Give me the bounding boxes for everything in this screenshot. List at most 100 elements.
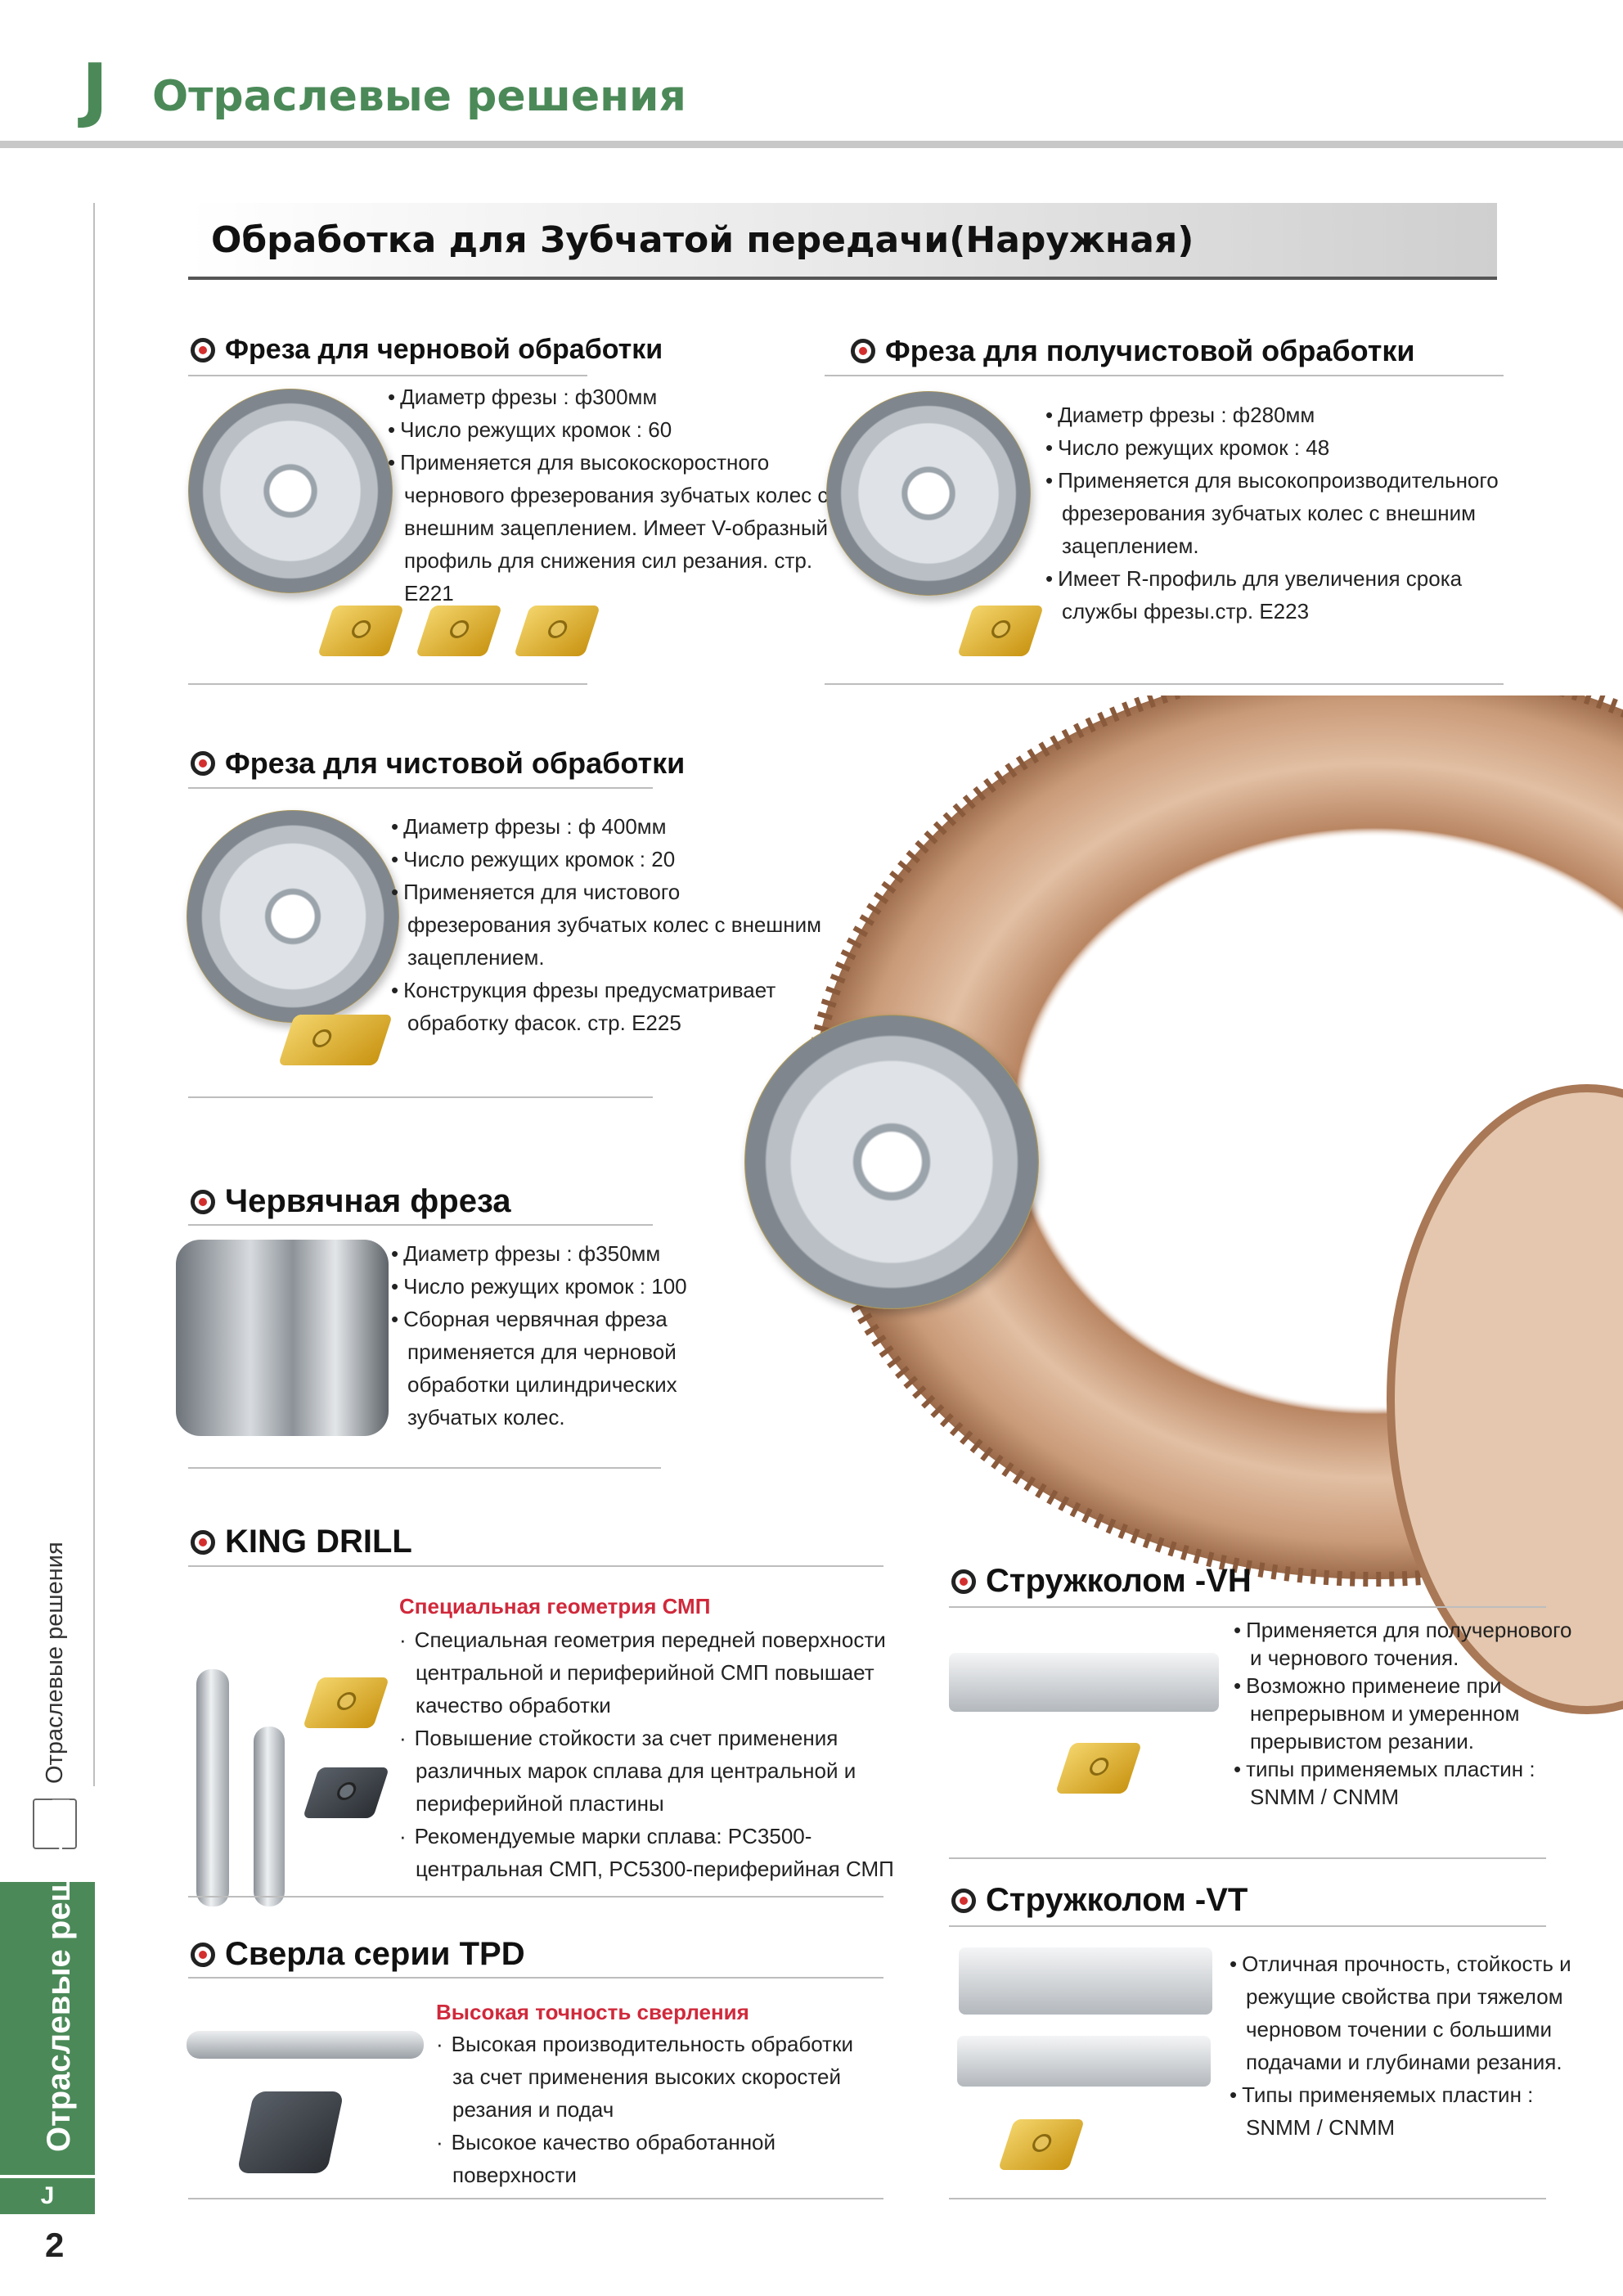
hob-cutter-image <box>176 1240 389 1436</box>
vh-heading: Стружколом -VH <box>951 1563 1252 1600</box>
roughing-heading: Фреза для черновой обработки <box>191 334 663 366</box>
vh-bottom-rule <box>949 1857 1546 1859</box>
spec-line: Возможно применеие при непрерывном и уме… <box>1234 1672 1577 1755</box>
drill-body <box>196 1669 229 1907</box>
spec-line: Диаметр фрезы : ф 400мм <box>391 810 825 843</box>
finishing-heading-rule <box>188 787 653 789</box>
spec-line: Типы применяемых пластин : SNMM / CNMM <box>1230 2078 1589 2144</box>
sidebar-section-tab[interactable]: Отраслевые решения <box>0 1798 95 2175</box>
vt-insert-icon <box>997 2119 1086 2170</box>
semi-cutter-image <box>826 391 1031 596</box>
sidebar-tab-label: Отраслевые решения <box>41 1797 77 2152</box>
spec-line: типы применяемых пластин : SNMM / CNMM <box>1234 1755 1577 1811</box>
tpd-heading-text: Сверла серии TPD <box>225 1936 525 1972</box>
tpd-insert-image <box>236 2091 344 2173</box>
semi-bottom-rule <box>825 683 1504 685</box>
spec-line: Имеет R-профиль для увеличения срока слу… <box>1045 562 1504 628</box>
insert-icon <box>277 1015 393 1065</box>
hob-heading: Червячная фреза <box>191 1183 511 1220</box>
spec-line: Число режущих кромок : 100 <box>391 1270 751 1303</box>
roughing-heading-rule <box>188 375 587 376</box>
header-divider <box>0 141 1623 148</box>
spec-line: Сборная червячная фреза применяется для … <box>391 1303 751 1434</box>
vt-heading-rule <box>949 1925 1546 1927</box>
vh-toolholder-image <box>949 1653 1219 1712</box>
bullet-target-icon <box>191 1189 215 1214</box>
spec-line: Конструкция фрезы предусматривает обрабо… <box>391 974 825 1039</box>
vt-heading: Стружколом -VT <box>951 1882 1248 1919</box>
roughing-bottom-rule <box>188 683 587 685</box>
bullet-target-icon <box>191 1529 215 1555</box>
section-banner: Обработка для Зубчатой передачи(Наружная… <box>188 203 1497 280</box>
tpd-bottom-rule <box>188 2198 883 2199</box>
spec-line: Число режущих кромок : 60 <box>388 413 829 446</box>
page-number: 2 <box>45 2226 65 2264</box>
spec-line: Применяется для высокопроизводительного … <box>1045 464 1504 562</box>
vh-heading-rule <box>949 1606 1546 1608</box>
vh-insert-icon <box>1054 1743 1143 1794</box>
hob-heading-text: Червячная фреза <box>225 1183 511 1219</box>
hob-heading-rule <box>188 1224 653 1226</box>
sidebar-vertical-text: Отраслевые решения <box>42 1542 68 1784</box>
section-letter: J <box>82 49 108 131</box>
spec-line: Отличная прочность, стойкость и режущие … <box>1230 1947 1589 2078</box>
drill-body <box>254 1727 285 1907</box>
finishing-bottom-rule <box>188 1096 653 1098</box>
spec-line: Повышение стойкости за счет применения р… <box>399 1722 906 1820</box>
insert-icon <box>302 1767 390 1818</box>
tpd-subheading: Высокая точность сверления <box>436 2000 749 2024</box>
king-drill-specs: Специальная геометрия передней поверхнос… <box>399 1623 906 1885</box>
spec-line: Диаметр фрезы : ф350мм <box>391 1237 751 1270</box>
vt-toolholder-image <box>957 2036 1211 2087</box>
roughing-inserts-image <box>317 606 601 679</box>
insert-icon <box>302 1677 390 1728</box>
section-title: Отраслевые решения <box>152 72 686 121</box>
spec-line: Применяется для высокоскоростного чернов… <box>388 446 829 610</box>
semi-heading-rule <box>825 375 1504 376</box>
king-drill-bottom-rule <box>188 1896 883 1898</box>
bullet-target-icon <box>951 1888 976 1913</box>
insert-icon <box>415 606 503 656</box>
semi-heading: Фреза для получистовой обработки <box>851 334 1415 368</box>
spec-line: Специальная геометрия передней поверхнос… <box>399 1623 906 1722</box>
roughing-heading-text: Фреза для черновой обработки <box>225 334 663 365</box>
king-drill-heading: KING DRILL <box>191 1524 412 1560</box>
spec-line: Высокая производительность обработки за … <box>436 2028 878 2126</box>
hob-bottom-rule <box>188 1467 661 1469</box>
bullet-target-icon <box>191 1942 215 1967</box>
roughing-cutter-image <box>188 389 393 593</box>
sidebar-vertical-label: Отраслевые решения <box>25 1506 90 1784</box>
vh-heading-text: Стружколом -VH <box>986 1563 1252 1599</box>
bullet-target-icon <box>851 339 875 363</box>
secondary-gear <box>1387 1084 1623 1714</box>
king-drill-subheading: Специальная геометрия СМП <box>399 1594 711 1618</box>
king-drill-heading-rule <box>188 1565 883 1567</box>
spec-line: Применяется для получернового и черновог… <box>1234 1616 1577 1672</box>
king-drill-heading-text: KING DRILL <box>225 1524 412 1560</box>
sidebar-industry-icon <box>33 1799 77 1849</box>
spec-line: Высокое качество обработанной поверхност… <box>436 2126 878 2191</box>
bullet-target-icon <box>191 337 215 362</box>
finishing-cutter-image <box>187 810 399 1023</box>
insert-icon <box>317 606 405 656</box>
banner-title: Обработка для Зубчатой передачи(Наружная… <box>211 219 1194 261</box>
king-drill-image <box>188 1661 401 1907</box>
finishing-heading-text: Фреза для чистовой обработки <box>225 746 686 780</box>
finishing-cutter-large-image <box>744 1015 1039 1309</box>
sidebar-tab-letter: J <box>0 2175 95 2214</box>
spec-line: Число режущих кромок : 48 <box>1045 431 1504 464</box>
roughing-specs: Диаметр фрезы : ф300мм Число режущих кро… <box>388 380 829 610</box>
spec-line: Рекомендуемые марки сплава: PC3500-центр… <box>399 1820 906 1885</box>
bullet-target-icon <box>951 1569 976 1594</box>
bullet-target-icon <box>191 751 215 776</box>
vt-specs: Отличная прочность, стойкость и режущие … <box>1230 1947 1589 2144</box>
vt-toolholder-image <box>959 1947 1212 2015</box>
vt-bottom-rule <box>949 2198 1546 2199</box>
insert-icon <box>956 606 1045 656</box>
finishing-insert-image <box>277 1015 401 1080</box>
gear-ring-illustration <box>803 696 1623 1714</box>
sidebar-frame <box>0 203 95 1786</box>
finishing-heading: Фреза для чистовой обработки <box>191 746 685 781</box>
insert-icon <box>513 606 601 656</box>
hob-specs: Диаметр фрезы : ф350мм Число режущих кро… <box>391 1237 751 1434</box>
